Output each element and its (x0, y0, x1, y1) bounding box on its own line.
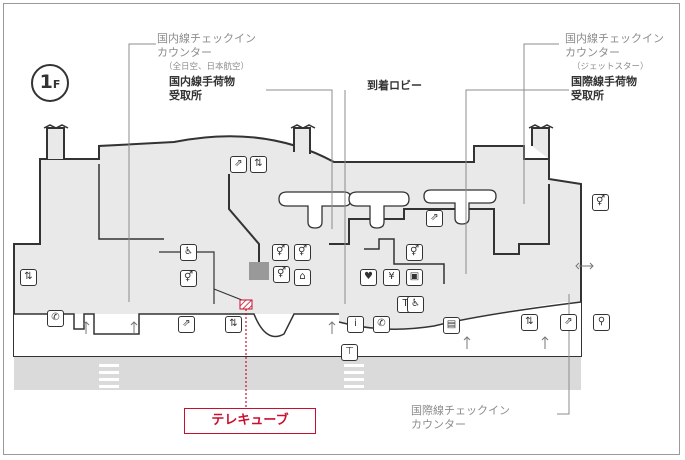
door-arrows (82, 262, 594, 349)
escalator-icon: ⇗ (178, 316, 195, 333)
elevator-icon: ⇅ (20, 269, 37, 286)
leader-lines (128, 43, 570, 415)
locker-icon: ▤ (443, 317, 460, 334)
label-arrival-lobby: 到着ロビー (367, 79, 422, 92)
restroom-icon: ⚥ (180, 270, 197, 287)
label-domestic-checkin-left: 国内線チェックイン カウンター (157, 32, 256, 59)
road (14, 356, 581, 390)
escalator-icon: ⇗ (426, 210, 443, 227)
phone-icon: ✆ (373, 316, 390, 333)
bus-icon: ▣ (406, 269, 423, 286)
label-domestic-checkin-right-airline: （ジェットスター） (572, 62, 649, 72)
elevator-icon: ⇅ (225, 316, 242, 333)
restroom-icon: ⚥ (294, 244, 311, 261)
carousel-3 (423, 189, 497, 225)
accessible-icon: ♿ (407, 296, 424, 313)
map-frame: 1F 国内線チェックイン カウンター （全日空、日本航空） 国内線手荷物 受取所… (3, 3, 680, 455)
telecube-callout[interactable]: テレキューブ (184, 408, 316, 434)
floor-number: 1 (39, 71, 53, 93)
carousel-1 (278, 191, 352, 229)
floor-indicator: 1F (31, 64, 69, 102)
crosswalk-1 (99, 364, 119, 388)
restroom-icon: ⚥ (592, 194, 609, 211)
elevator-icon: ⇅ (250, 156, 267, 173)
landside-curb (14, 314, 339, 356)
nursery-icon: ♥ (360, 269, 377, 286)
label-international-checkin: 国際線チェックイン カウンター (411, 404, 510, 431)
escalator-icon: ⇗ (230, 156, 247, 173)
restroom-icon: ⚥ (272, 244, 289, 261)
information-icon: i (347, 316, 364, 333)
bicycle-icon: ⚲ (593, 314, 610, 331)
accessible-icon: ♿ (180, 244, 197, 261)
elevator-icon: ⇅ (521, 314, 538, 331)
crosswalk-2 (344, 364, 364, 388)
shop-icon: ⌂ (294, 269, 311, 286)
floor-suffix: F (52, 78, 61, 91)
carousel-2 (348, 191, 410, 229)
restroom-icon: ⚥ (273, 266, 290, 283)
label-domestic-checkin-left-airlines: （全日空、日本航空） (164, 62, 250, 72)
atm-icon: ¥ (383, 269, 400, 286)
bus-stop-icon: ⊤ (341, 344, 358, 361)
label-international-baggage-claim: 国際線手荷物 受取所 (571, 75, 637, 102)
restroom-icon: ⚥ (406, 244, 423, 261)
label-domestic-baggage-claim: 国内線手荷物 受取所 (169, 75, 235, 102)
label-domestic-checkin-right: 国内線チェックイン カウンター (565, 32, 664, 59)
telecube-marker (239, 299, 253, 310)
escalator-icon: ⇗ (560, 314, 577, 331)
phone-icon: ✆ (47, 310, 64, 327)
